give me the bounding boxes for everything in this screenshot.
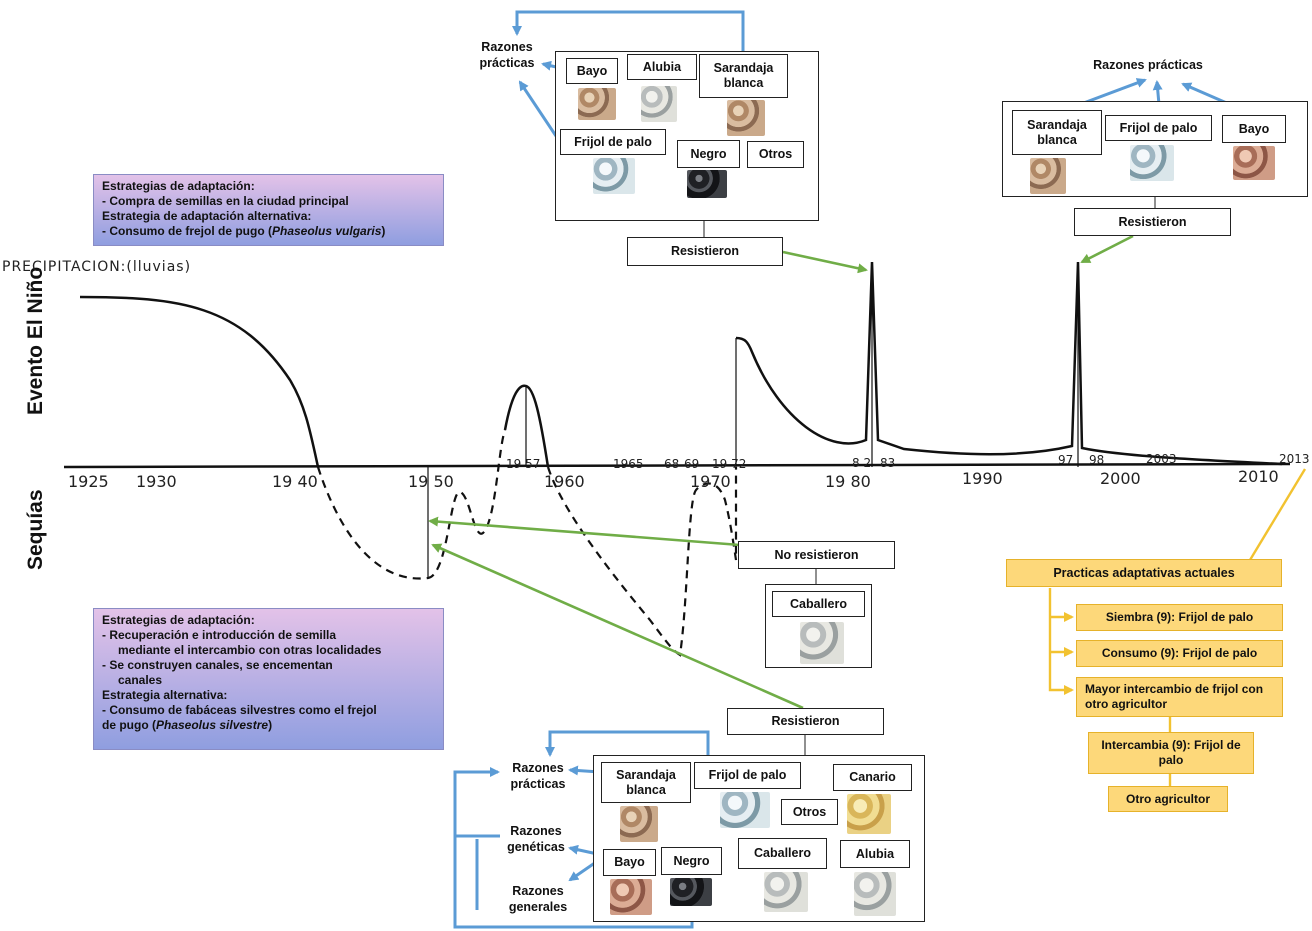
exchange-frijol-palo: Intercambia (9): Frijol de palo xyxy=(1088,732,1254,774)
bean-sarandaja-image xyxy=(1030,158,1066,194)
bean-canario-image xyxy=(847,794,891,834)
year-label: 2003 xyxy=(1146,452,1177,466)
year-label: 8 2 xyxy=(852,456,872,470)
resisted-label-top: Resistieron xyxy=(627,237,783,266)
year-label: 2013 xyxy=(1279,452,1310,466)
bean-sarandaja-label: Sarandaja blanca xyxy=(601,762,691,803)
year-label: 1990 xyxy=(962,469,1003,488)
year-label: 1970 xyxy=(690,472,731,491)
year-label: 69 xyxy=(684,457,700,471)
adaptation-strategy-bottom: Estrategias de adaptación: - Recuperació… xyxy=(93,608,444,750)
bean-negro-label: Negro xyxy=(661,847,722,875)
year-label: 1965 xyxy=(613,457,644,471)
bean-alubia-image xyxy=(854,872,896,916)
bean-frijol-palo-label: Frijol de palo xyxy=(1105,115,1212,141)
bean-frijol-palo-image xyxy=(720,792,770,828)
other-farmer: Otro agricultor xyxy=(1108,786,1228,812)
year-label: 68 xyxy=(664,457,680,471)
precipitation-curve xyxy=(79,261,1283,468)
year-label: 19 40 xyxy=(272,472,318,491)
bean-frijol-palo-label: Frijol de palo xyxy=(560,129,666,155)
practice-sowing: Siembra (9): Frijol de palo xyxy=(1076,604,1283,631)
practice-consumption: Consumo (9): Frijol de palo xyxy=(1076,640,1283,667)
bean-alubia-image xyxy=(641,86,677,122)
year-label: 19 72 xyxy=(712,457,747,471)
bean-bayo-image xyxy=(578,88,616,120)
bean-negro-image xyxy=(670,878,712,906)
year-label: 1925 xyxy=(68,472,109,491)
adaptation-strategy-top: Estrategias de adaptación: - Compra de s… xyxy=(93,174,444,246)
loop-arrow-bottom xyxy=(545,730,710,770)
reasons-practical-label: Razones prácticas xyxy=(479,40,535,70)
year-label: 98 xyxy=(1089,453,1105,467)
year-label: 19 80 xyxy=(825,472,871,491)
bean-otros-label: Otros xyxy=(747,141,804,168)
bean-bayo-label: Bayo xyxy=(566,58,618,84)
bean-caballero-image xyxy=(764,872,808,912)
bean-bayo-image xyxy=(610,879,652,915)
current-practices-title: Practicas adaptativas actuales xyxy=(1006,559,1282,587)
el-nino-label: Evento El Niño xyxy=(24,266,47,415)
precipitation-label: PRECIPITACION:(lluvias) xyxy=(2,259,192,275)
practice-exchange: Mayor intercambio de frijol con otro agr… xyxy=(1076,677,1283,717)
bean-bayo-label: Bayo xyxy=(603,849,656,876)
reasons-practical-label-1997: Razones prácticas xyxy=(1093,58,1203,72)
bean-alubia-label: Alubia xyxy=(627,54,697,80)
bean-caballero-label: Caballero xyxy=(772,591,865,617)
year-label: 19 50 xyxy=(408,472,454,491)
bean-caballero-image xyxy=(800,622,844,664)
year-label: 2010 xyxy=(1238,467,1279,486)
year-label: 19 57 xyxy=(506,457,541,471)
time-axis xyxy=(63,462,1291,469)
bean-caballero-label: Caballero xyxy=(738,838,827,869)
year-label: 1960 xyxy=(544,472,585,491)
bean-frijol-palo-image xyxy=(1130,145,1174,181)
bean-sarandaja-label: Sarandaja blanca xyxy=(699,54,788,98)
year-label: 83 xyxy=(880,456,896,470)
loop-arrow-1950s xyxy=(512,10,745,55)
reasons-general-label: Razones generales xyxy=(508,884,568,914)
bean-frijol-palo-image xyxy=(593,158,635,194)
bean-bayo-image xyxy=(1233,146,1275,180)
reasons-genetic-label: Razones genéticas xyxy=(507,824,565,854)
bean-otros-label: Otros xyxy=(781,799,838,825)
reasons-practical-label-bottom: Razones prácticas xyxy=(510,761,566,791)
bean-negro-label: Negro xyxy=(677,140,740,168)
bean-negro-image xyxy=(687,170,727,198)
bean-frijol-palo-label: Frijol de palo xyxy=(694,762,801,789)
year-label: 2000 xyxy=(1100,469,1141,488)
bean-alubia-label: Alubia xyxy=(840,840,910,868)
year-label: 97 xyxy=(1058,453,1074,467)
drought-label: Sequías xyxy=(24,489,47,570)
bean-sarandaja-label: Sarandaja blanca xyxy=(1012,110,1102,155)
resisted-label-bottom: Resistieron xyxy=(727,708,884,735)
bean-sarandaja-image xyxy=(727,100,765,136)
drought-curve xyxy=(316,429,738,657)
bean-bayo-label: Bayo xyxy=(1222,115,1286,143)
resisted-label-1997: Resistieron xyxy=(1074,208,1231,236)
not-resisted-label: No resistieron xyxy=(738,541,895,569)
year-label: 1930 xyxy=(136,472,177,491)
bean-sarandaja-image xyxy=(620,806,658,842)
bean-canario-label: Canario xyxy=(833,764,912,791)
